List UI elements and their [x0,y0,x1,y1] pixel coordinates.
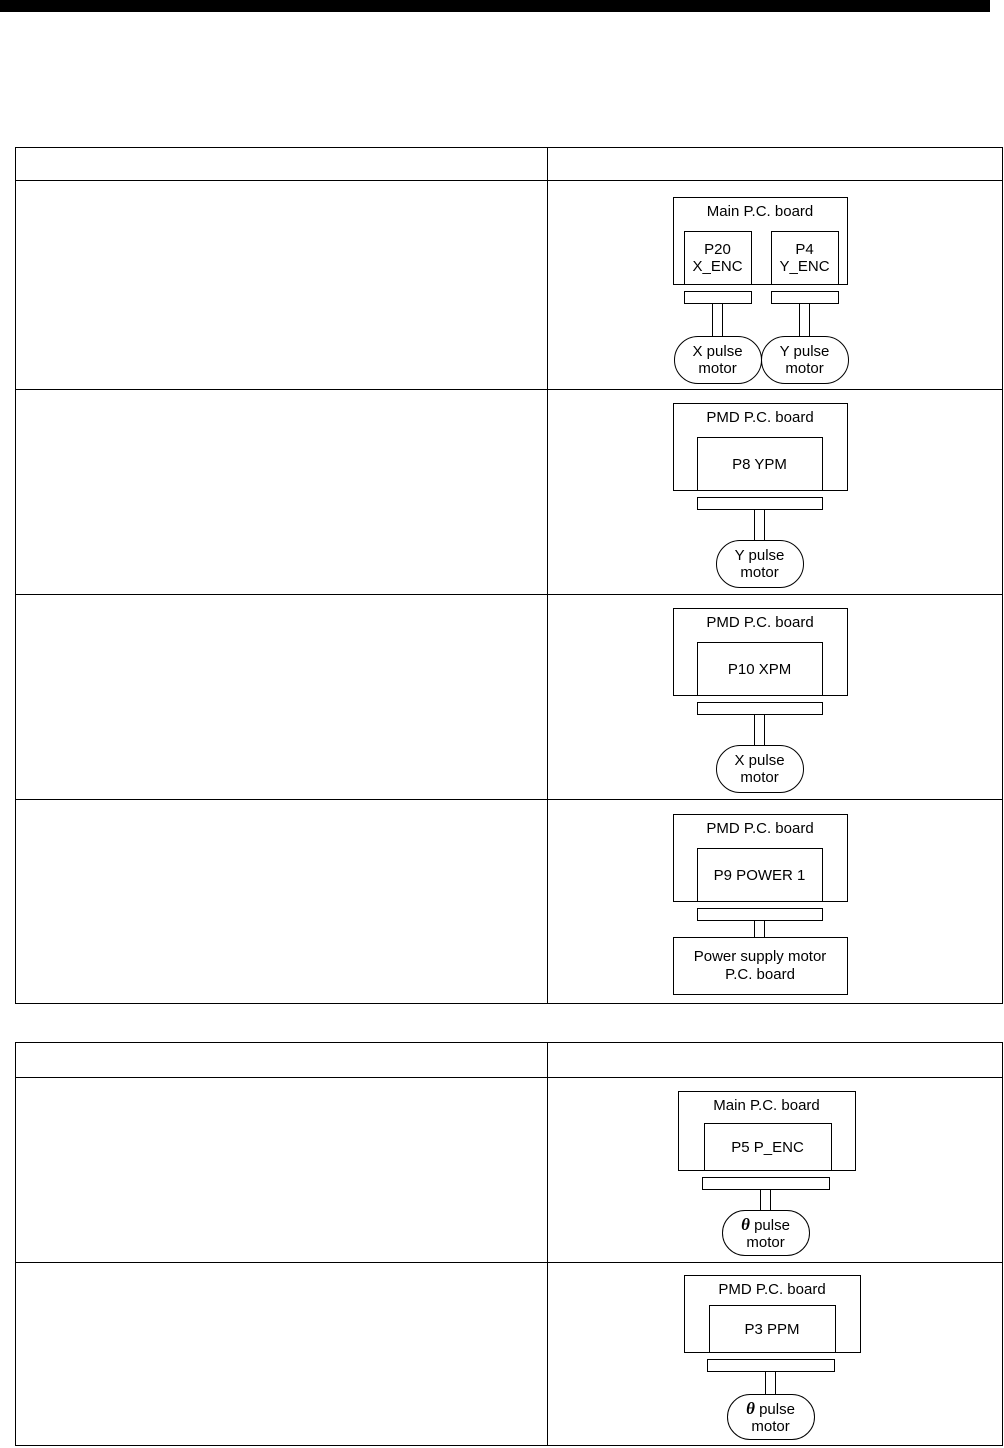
theta-axis-pulse-motor-table: Main P.C. board P5 P_ENC θ pulse motor P [15,1042,1004,1446]
description-cell [15,180,548,390]
header-cell-left [15,147,548,181]
board-title-label: Main P.C. board [706,203,814,220]
port-p3-ppm: P3 PPM [708,1305,836,1353]
description-cell [15,1077,548,1263]
fig-main-pc-board-xy-enc: Main P.C. board P20 X_ENC P4 Y_ENC [548,181,1003,389]
motor-line-1-text: pulse [754,1400,795,1418]
board-title-label: PMD P.C. board [718,1281,826,1298]
fig-pmd-p10-xpm: PMD P.C. board P10 XPM X pulse motor [548,595,1003,799]
motor-y-pulse: Y pulse motor [760,336,849,384]
connector-x [683,291,752,304]
board-title-label: PMD P.C. board [706,614,814,631]
cable-y [753,510,765,544]
table-row: PMD P.C. board P9 POWER 1 Power supply m… [15,799,1004,1004]
connector-power [696,908,823,921]
motor-x-pulse: X pulse motor [673,336,762,384]
table-row: PMD P.C. board P8 YPM Y pulse motor [15,389,1004,595]
port-p9-power1: P9 POWER 1 [696,848,823,902]
header-cell-right [546,1042,1004,1078]
port-p10-xpm: P10 XPM [696,642,823,696]
fig-pmd-p3-ppm: PMD P.C. board P3 PPM θ pulse motor [548,1263,1003,1445]
motor-line-2: motor [746,1233,785,1251]
connector-theta [701,1177,830,1190]
table-row: Main P.C. board P20 X_ENC P4 Y_ENC [15,180,1004,390]
cable-power [753,921,765,941]
header-cell-left [15,1042,548,1078]
table-header-row [15,147,1004,181]
motor-y-pulse: Y pulse motor [715,540,804,588]
motor-line-2: motor [698,360,737,377]
motor-line-1: X pulse [734,752,785,769]
motor-line-2: motor [740,564,779,581]
target-box-line-1: Power supply motor [693,948,827,965]
power-supply-motor-pc-board: Power supply motor P.C. board [672,937,848,995]
board-title-label: Main P.C. board [713,1097,820,1114]
connector-y [696,497,823,510]
figure-cell: PMD P.C. board P9 POWER 1 Power supply m… [546,799,1004,1004]
description-cell [15,799,548,1004]
fig-main-p5-p-enc: Main P.C. board P5 P_ENC θ pulse motor [548,1078,1003,1262]
cable-theta [764,1372,776,1398]
figure-cell: PMD P.C. board P8 YPM Y pulse motor [546,389,1004,595]
fig-pmd-p9-power1: PMD P.C. board P9 POWER 1 Power supply m… [548,800,1003,1003]
connector-y [770,291,839,304]
theta-symbol: θ [746,1398,755,1418]
description-cell [15,594,548,800]
port-line-2: X_ENC [692,258,743,275]
motor-theta-pulse: θ pulse motor [721,1210,810,1256]
motor-line-2: motor [740,769,779,786]
cable-x [711,304,723,340]
port-p8-ypm: P8 YPM [696,437,823,491]
port-line-1: P4 [795,241,814,258]
fig-pmd-p8-ypm: PMD P.C. board P8 YPM Y pulse motor [548,390,1003,594]
table-row: PMD P.C. board P10 XPM X pulse motor [15,594,1004,800]
motor-line-1: Y pulse [734,547,785,564]
cable-theta [759,1190,771,1214]
top-black-rule [0,0,990,12]
connector-theta [706,1359,835,1372]
port-p4-y-enc: P4 Y_ENC [770,231,839,285]
motor-x-pulse: X pulse motor [715,745,804,793]
table-header-row [15,1042,1004,1078]
theta-symbol: θ [741,1214,750,1234]
xy-axis-pulse-motor-table: Main P.C. board P20 X_ENC P4 Y_ENC [15,147,1004,1004]
connector-x [696,702,823,715]
board-title-label: PMD P.C. board [706,820,814,837]
motor-theta-pulse: θ pulse motor [726,1394,815,1440]
description-cell [15,389,548,595]
port-p5-p-enc: P5 P_ENC [703,1123,832,1171]
figure-cell: PMD P.C. board P10 XPM X pulse motor [546,594,1004,800]
motor-line-2: motor [751,1417,790,1435]
figure-cell: Main P.C. board P20 X_ENC P4 Y_ENC [546,180,1004,390]
motor-line-1: Y pulse [779,343,830,360]
port-line-1: P20 [704,241,731,258]
motor-line-1-text: pulse [749,1216,790,1234]
port-p20-x-enc: P20 X_ENC [683,231,752,285]
cable-y [798,304,810,340]
motor-line-2: motor [785,360,824,377]
figure-cell: Main P.C. board P5 P_ENC θ pulse motor [546,1077,1004,1263]
port-line-2: Y_ENC [779,258,830,275]
table-row: Main P.C. board P5 P_ENC θ pulse motor [15,1077,1004,1263]
description-cell [15,1262,548,1446]
header-cell-right [546,147,1004,181]
motor-line-1: θ pulse [746,1400,795,1418]
motor-line-1: θ pulse [741,1216,790,1234]
board-title-label: PMD P.C. board [706,409,814,426]
target-box-line-2: P.C. board [725,966,795,983]
motor-line-1: X pulse [692,343,743,360]
table-row: PMD P.C. board P3 PPM θ pulse motor [15,1262,1004,1446]
figure-cell: PMD P.C. board P3 PPM θ pulse motor [546,1262,1004,1446]
cable-x [753,715,765,749]
